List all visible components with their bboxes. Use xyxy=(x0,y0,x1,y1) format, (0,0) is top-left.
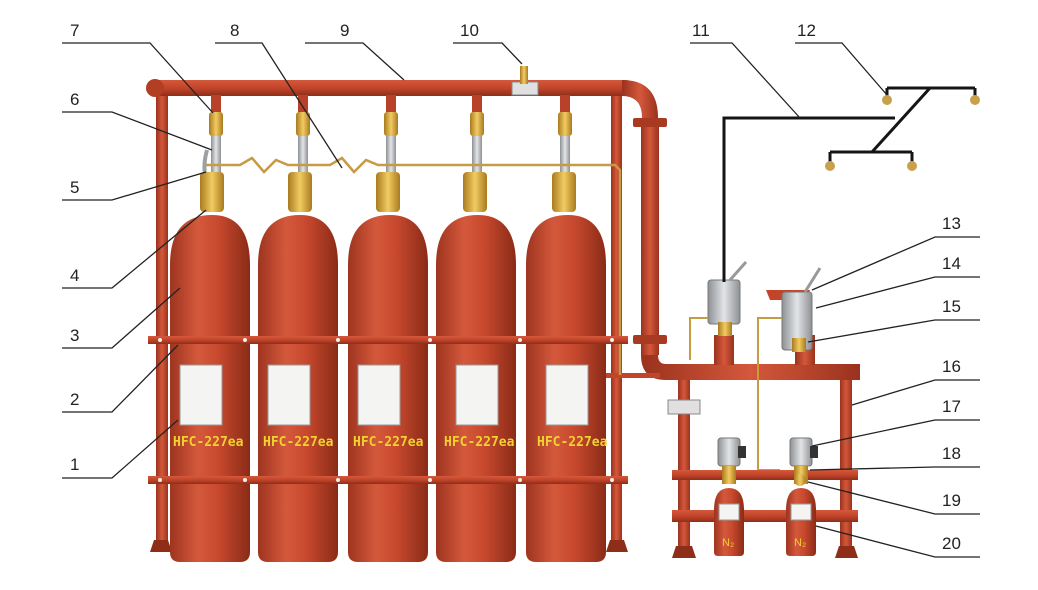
cylinder-label-4: HFC-227ea xyxy=(444,435,515,450)
callout-5: 5 xyxy=(70,178,79,197)
callout-10: 10 xyxy=(460,21,479,40)
nozzle-pipework xyxy=(724,88,975,282)
callout-4: 4 xyxy=(70,266,79,285)
callout-7: 7 xyxy=(70,21,79,40)
callout-18: 18 xyxy=(942,444,961,463)
nitrogen-label-1: N₂ xyxy=(722,537,734,549)
callout-12: 12 xyxy=(797,21,816,40)
callout-19: 19 xyxy=(942,491,961,510)
callout-17: 17 xyxy=(942,397,961,416)
nitrogen-label-2: N₂ xyxy=(794,537,806,549)
cylinder-label-3: HFC-227ea xyxy=(353,435,424,450)
callout-1: 1 xyxy=(70,455,79,474)
callout-8: 8 xyxy=(230,21,239,40)
cylinder-label-5: HFC-227ea xyxy=(537,435,608,450)
callout-6: 6 xyxy=(70,90,79,109)
callout-20: 20 xyxy=(942,534,961,553)
callout-13: 13 xyxy=(942,214,961,233)
cylinder-label-1: HFC-227ea xyxy=(173,435,244,450)
callout-3: 3 xyxy=(70,326,79,345)
cylinder-valves xyxy=(200,172,576,212)
callout-16: 16 xyxy=(942,357,961,376)
callout-9: 9 xyxy=(340,21,349,40)
discharge-nozzles xyxy=(825,95,980,171)
callout-11: 11 xyxy=(692,21,710,40)
callout-14: 14 xyxy=(942,254,961,273)
callout-15: 15 xyxy=(942,297,961,316)
callout-2: 2 xyxy=(70,390,79,409)
cylinder-label-2: HFC-227ea xyxy=(263,435,334,450)
